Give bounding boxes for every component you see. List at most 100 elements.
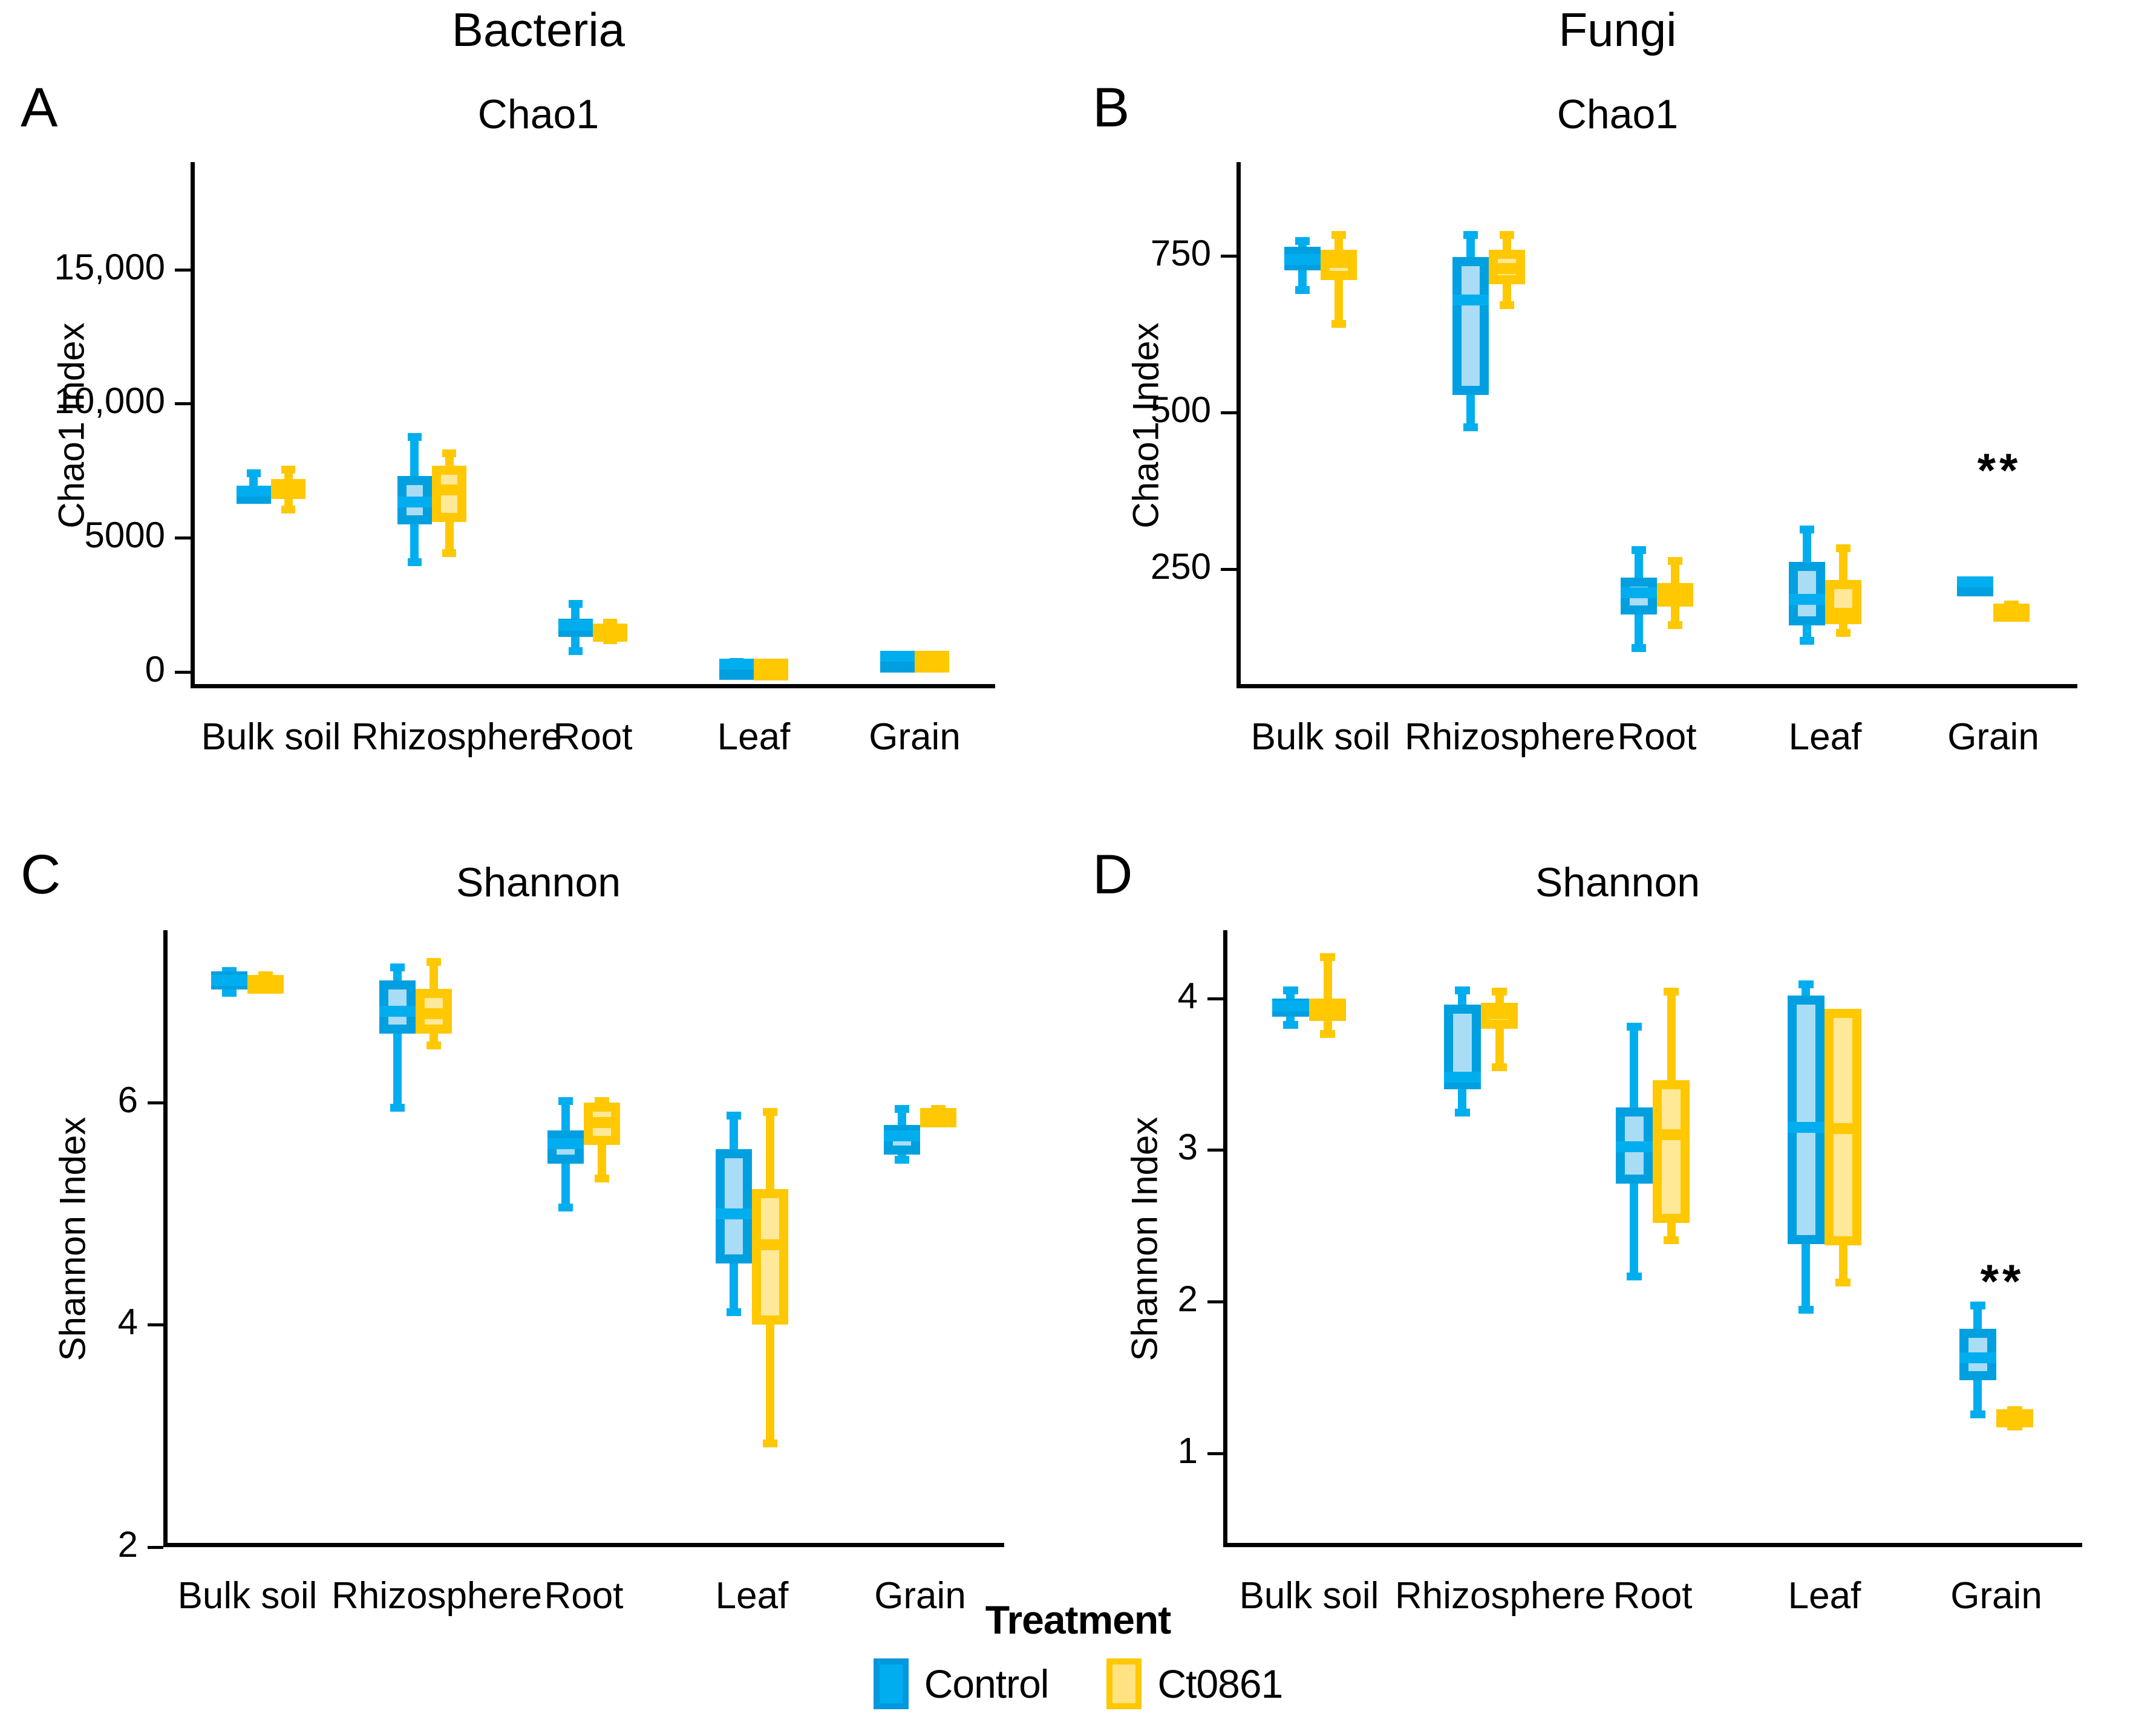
box-iqr bbox=[1653, 1080, 1690, 1223]
x-category-label-d-4: Grain bbox=[1950, 1575, 2042, 1617]
y-axis-line-b bbox=[1236, 162, 1241, 688]
panel-title-b: Chao1 bbox=[1557, 91, 1679, 137]
whisker-cap-lower bbox=[1331, 320, 1346, 328]
median-line bbox=[584, 1117, 620, 1128]
boxplot-b-0-ct0861 bbox=[1321, 162, 1357, 688]
median-line bbox=[880, 650, 915, 662]
whisker-cap-lower bbox=[1499, 301, 1514, 310]
median-line bbox=[1787, 1121, 1824, 1133]
whisker-cap-upper bbox=[390, 963, 405, 972]
median-line bbox=[754, 659, 789, 670]
median-line bbox=[1824, 1123, 1862, 1135]
whisker-cap-upper bbox=[558, 1097, 573, 1105]
median-line bbox=[1957, 576, 1993, 587]
whisker-cap-upper bbox=[1463, 230, 1478, 239]
y-tick-0 bbox=[1221, 568, 1236, 572]
significance-marker-b-0: ** bbox=[1977, 443, 2022, 497]
whisker-cap-upper bbox=[1283, 986, 1298, 994]
x-category-label-c-2: Root bbox=[544, 1575, 624, 1617]
boxplot-c-3-ct0861 bbox=[752, 930, 788, 1547]
boxplot-b-2-ct0861 bbox=[1657, 162, 1693, 688]
x-category-label-d-0: Bulk soil bbox=[1239, 1575, 1379, 1617]
x-category-label-a-2: Root bbox=[553, 716, 633, 758]
legend-label-ct0861: Ct0861 bbox=[1157, 1661, 1283, 1706]
whisker-cap-upper bbox=[442, 449, 457, 457]
x-category-label-b-3: Leaf bbox=[1788, 716, 1862, 758]
x-category-label-a-4: Grain bbox=[869, 716, 961, 758]
x-category-label-a-1: Rhizosphere bbox=[351, 716, 563, 758]
box-iqr bbox=[1789, 561, 1825, 626]
y-tick-1 bbox=[148, 1323, 163, 1327]
panel-title-d: Shannon bbox=[1535, 859, 1700, 905]
y-axis-label-c: Shannon Index bbox=[52, 1117, 93, 1361]
median-line bbox=[1657, 587, 1693, 598]
y-tick-0 bbox=[148, 1546, 163, 1549]
whisker-cap-upper bbox=[895, 1104, 910, 1113]
boxplot-c-4-ct0861 bbox=[920, 930, 956, 1547]
whisker-cap-lower bbox=[1835, 629, 1851, 637]
x-category-label-b-1: Rhizosphere bbox=[1405, 716, 1616, 758]
median-line bbox=[752, 1239, 788, 1251]
whisker-cap-upper bbox=[426, 957, 441, 966]
median-line bbox=[432, 484, 467, 495]
x-category-label-d-3: Leaf bbox=[1788, 1575, 1861, 1617]
box-iqr bbox=[1787, 995, 1824, 1244]
whisker-cap-lower bbox=[568, 647, 583, 655]
x-category-label-a-3: Leaf bbox=[717, 716, 791, 758]
y-axis-label-d: Shannon Index bbox=[1124, 1117, 1165, 1361]
boxplot-b-4-control bbox=[1957, 162, 1993, 688]
whisker-cap-lower bbox=[407, 558, 422, 567]
boxplot-a-0-ct0861 bbox=[271, 162, 306, 688]
y-tick-label-2: 10,000 bbox=[54, 380, 165, 422]
boxplot-d-4-control bbox=[1959, 930, 1996, 1547]
boxplot-a-3-control bbox=[719, 162, 754, 688]
median-line bbox=[920, 1108, 956, 1120]
legend-item-ct0861[interactable]: Ct0861 bbox=[1106, 1658, 1283, 1709]
whisker-cap-upper bbox=[1667, 556, 1682, 565]
whisker-cap-upper bbox=[568, 599, 583, 608]
whisker-cap-lower bbox=[1320, 1029, 1335, 1038]
median-line bbox=[547, 1138, 584, 1149]
legend-item-control[interactable]: Control bbox=[873, 1658, 1049, 1709]
boxplot-c-2-control bbox=[547, 930, 584, 1547]
whisker-cap-lower bbox=[1492, 1063, 1507, 1072]
median-line bbox=[397, 496, 432, 507]
boxplot-c-0-control bbox=[211, 930, 247, 1547]
boxplot-c-1-ct0861 bbox=[416, 930, 452, 1547]
whisker-cap-lower bbox=[1463, 423, 1478, 432]
whisker-cap-upper bbox=[762, 1108, 777, 1117]
boxplot-b-2-control bbox=[1621, 162, 1657, 688]
legend-title: Treatment bbox=[985, 1597, 1171, 1642]
whisker-cap-upper bbox=[1627, 1022, 1642, 1031]
whisker-cap-lower bbox=[281, 506, 296, 514]
supertitle-bacteria: Bacteria bbox=[451, 3, 626, 56]
y-tick-0 bbox=[1207, 1452, 1223, 1455]
whisker-cap-lower bbox=[1283, 1020, 1298, 1029]
legend-swatch-control bbox=[873, 1658, 909, 1709]
x-category-label-c-0: Bulk soil bbox=[177, 1575, 318, 1617]
x-category-label-c-4: Grain bbox=[874, 1575, 966, 1617]
y-tick-label-0: 0 bbox=[145, 649, 165, 690]
median-line bbox=[1309, 1003, 1347, 1015]
y-tick-2 bbox=[1221, 255, 1236, 258]
legend-items: Control Ct0861 bbox=[0, 1658, 2156, 1709]
x-axis-line-d bbox=[1223, 1543, 2082, 1547]
whisker-cap-lower bbox=[1455, 1109, 1470, 1117]
y-tick-label-0: 2 bbox=[117, 1524, 138, 1565]
boxplot-c-1-control bbox=[379, 930, 416, 1547]
boxplot-b-1-ct0861 bbox=[1489, 162, 1525, 688]
median-line bbox=[1959, 1352, 1996, 1363]
whisker-cap-lower bbox=[222, 989, 237, 997]
boxplot-a-4-control bbox=[880, 162, 915, 688]
whisker-cap-lower bbox=[727, 1308, 742, 1316]
median-line bbox=[719, 659, 754, 670]
boxplot-d-0-control bbox=[1272, 930, 1309, 1547]
whisker-cap-lower bbox=[1970, 1410, 1985, 1418]
y-tick-label-1: 500 bbox=[1150, 390, 1211, 431]
y-tick-label-3: 15,000 bbox=[54, 246, 165, 287]
whisker-cap-lower bbox=[442, 549, 457, 557]
